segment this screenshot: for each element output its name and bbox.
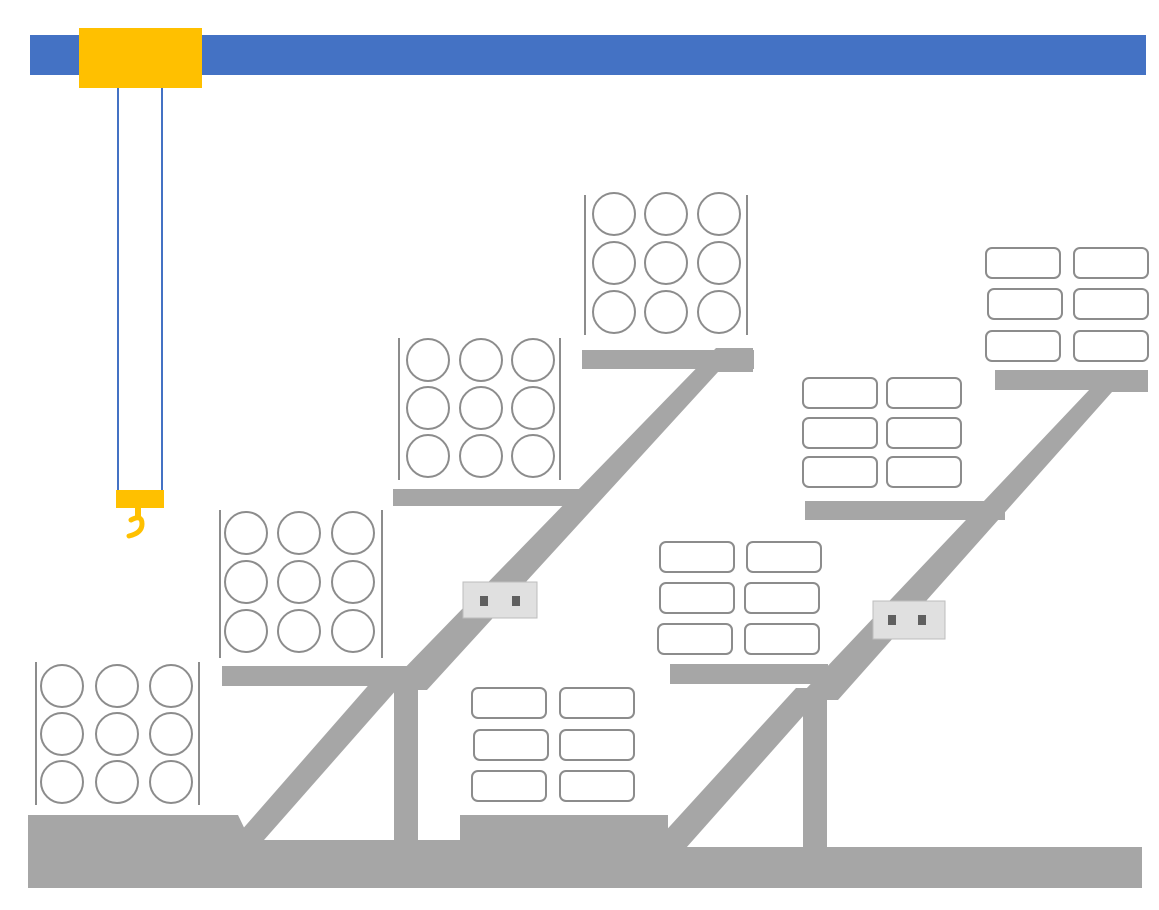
left-rack-structure: [28, 348, 754, 888]
crane-hook-icon: [116, 490, 164, 539]
right-rack-structure: [460, 370, 1148, 888]
pipe-bundle-4: [584, 192, 748, 335]
crane-cable: [117, 77, 163, 493]
right-rack-bracket: [872, 600, 946, 640]
box-stack-1: [471, 687, 635, 802]
box-stack-3: [802, 377, 962, 488]
crane-rail: [30, 35, 1146, 75]
crane-trolley: [79, 28, 202, 88]
left-rack-bracket: [462, 581, 538, 619]
box-stack-4: [985, 247, 1149, 362]
pipe-bundle-3: [398, 338, 561, 480]
box-stack-2: [657, 541, 822, 655]
pipe-bundle-1: [35, 662, 200, 805]
pipe-bundle-2: [219, 510, 383, 658]
